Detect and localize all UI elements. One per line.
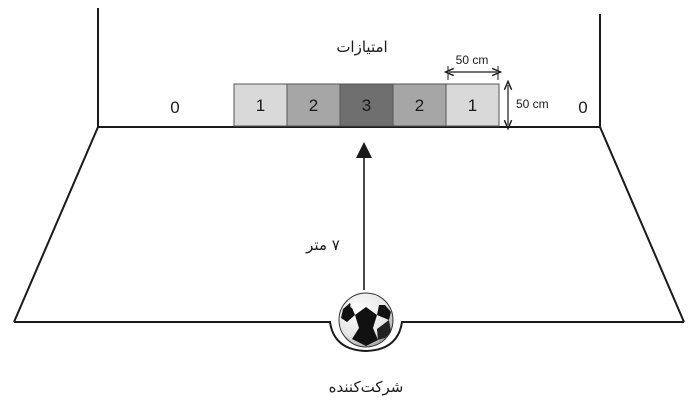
right-outer-score: 0	[578, 98, 587, 117]
zone-box	[445, 83, 500, 127]
zone-box	[233, 83, 288, 127]
zone-score-label: 2	[415, 96, 424, 115]
zone-score-label: 1	[468, 96, 477, 115]
soccer-ball-icon	[338, 292, 394, 348]
height-dimension-label: 50 cm	[516, 97, 549, 111]
distance-label: ۷ متر	[305, 236, 340, 254]
participant-label: شرکت‌کننده	[329, 378, 404, 396]
floor-outline	[13, 126, 685, 353]
width-dimension-label: 50 cm	[456, 53, 489, 67]
zone-score-label: 2	[309, 96, 318, 115]
back-wall	[97, 8, 601, 128]
zone-score-label: 3	[362, 96, 371, 115]
scores-title: امتیازات	[336, 38, 387, 56]
scoring-zones: 1 2 3 2 1	[233, 83, 500, 127]
zone-score-label: 1	[256, 96, 265, 115]
width-dimension: 50 cm	[448, 53, 498, 80]
left-outer-score: 0	[170, 98, 179, 117]
zone-box	[392, 83, 447, 127]
height-dimension: 50 cm	[508, 85, 549, 125]
